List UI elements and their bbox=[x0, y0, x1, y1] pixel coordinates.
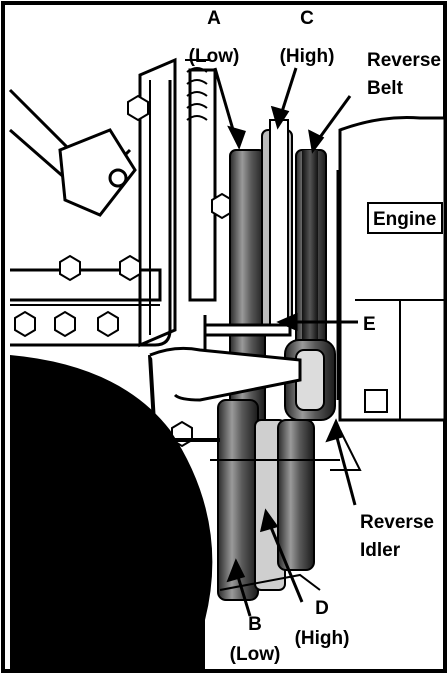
engine-housing bbox=[336, 116, 447, 422]
label-a-sub: (Low) bbox=[189, 46, 240, 67]
label-reverse-belt-line2: Belt bbox=[367, 78, 404, 99]
lower-pulley-assembly bbox=[217, 399, 315, 601]
label-b-letter: B bbox=[248, 614, 262, 635]
label-reverse-idler-line1: Reverse bbox=[360, 512, 434, 533]
engine-label-box bbox=[367, 202, 443, 234]
bolt-heads bbox=[14, 94, 233, 448]
lower-rail bbox=[219, 573, 321, 591]
engine-bracket bbox=[330, 429, 362, 471]
label-d-letter: D bbox=[315, 598, 329, 619]
label-reverse-belt-line1: Reverse bbox=[367, 50, 441, 71]
label-d-sub: (High) bbox=[295, 628, 350, 649]
label-a-letter: A bbox=[207, 8, 221, 29]
label-c-letter: C bbox=[300, 8, 314, 29]
label-b-sub: (Low) bbox=[230, 644, 281, 665]
label-e-letter: E bbox=[363, 314, 376, 335]
tire bbox=[10, 355, 213, 671]
idler-arm bbox=[148, 315, 302, 442]
mounting-bracket bbox=[8, 57, 217, 348]
label-c-sub: (High) bbox=[280, 46, 335, 67]
label-reverse-idler-line2: Idler bbox=[360, 540, 401, 561]
leader-lines bbox=[213, 67, 358, 617]
tension-spring bbox=[185, 59, 210, 121]
label-engine: Engine bbox=[373, 209, 436, 230]
